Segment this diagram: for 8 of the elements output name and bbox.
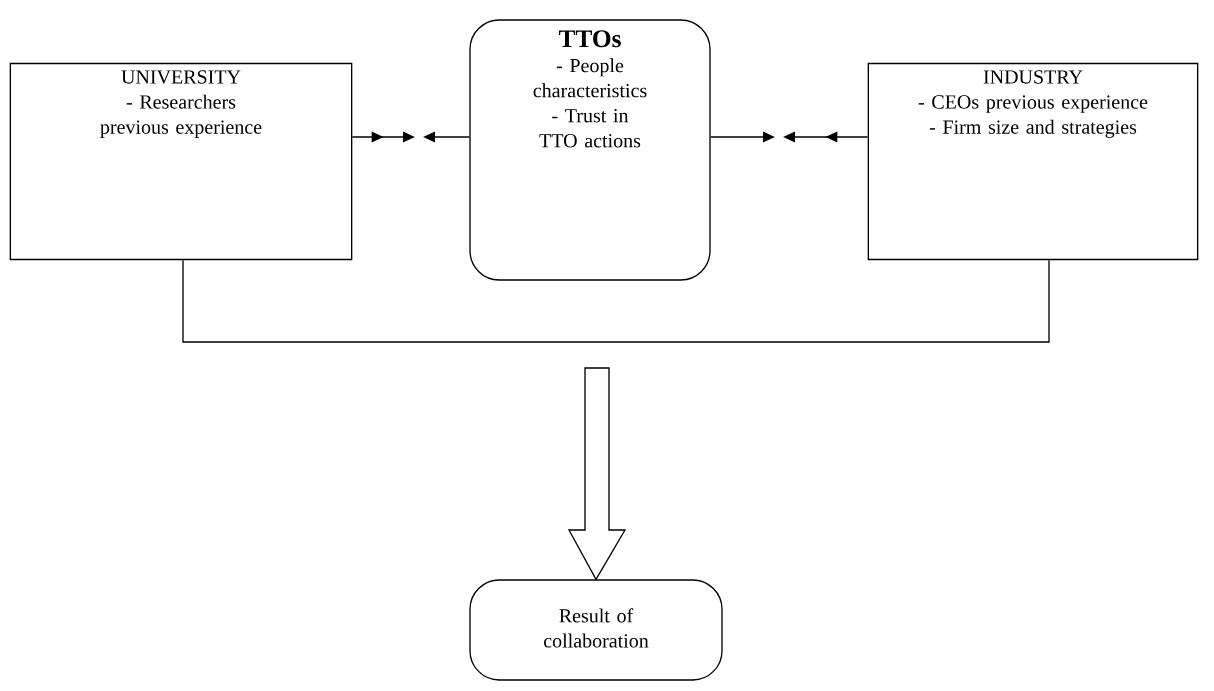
rounded-box: Result of collaboration [469,579,723,681]
arrow [710,131,775,143]
bracket-line [182,259,1050,343]
rounded-box: TTOs - People characteristics - Trust in TTO actions [469,19,711,281]
process-box: UNIVERSITY - Researchers previous experience [9,62,353,261]
block-arrow [567,367,627,581]
arrow [351,131,415,143]
process-box: INDUSTRY - CEOs previous experience - Firm size and strategies [867,62,1199,261]
